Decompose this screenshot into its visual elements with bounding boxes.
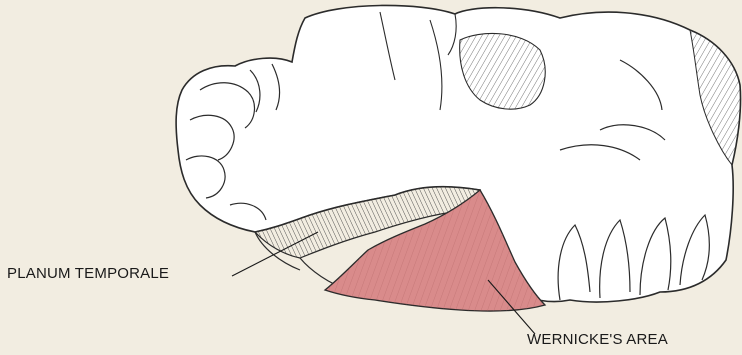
- wernickes-area-label: WERNICKE'S AREA: [527, 331, 668, 348]
- planum-temporale-label: PLANUM TEMPORALE: [7, 265, 169, 282]
